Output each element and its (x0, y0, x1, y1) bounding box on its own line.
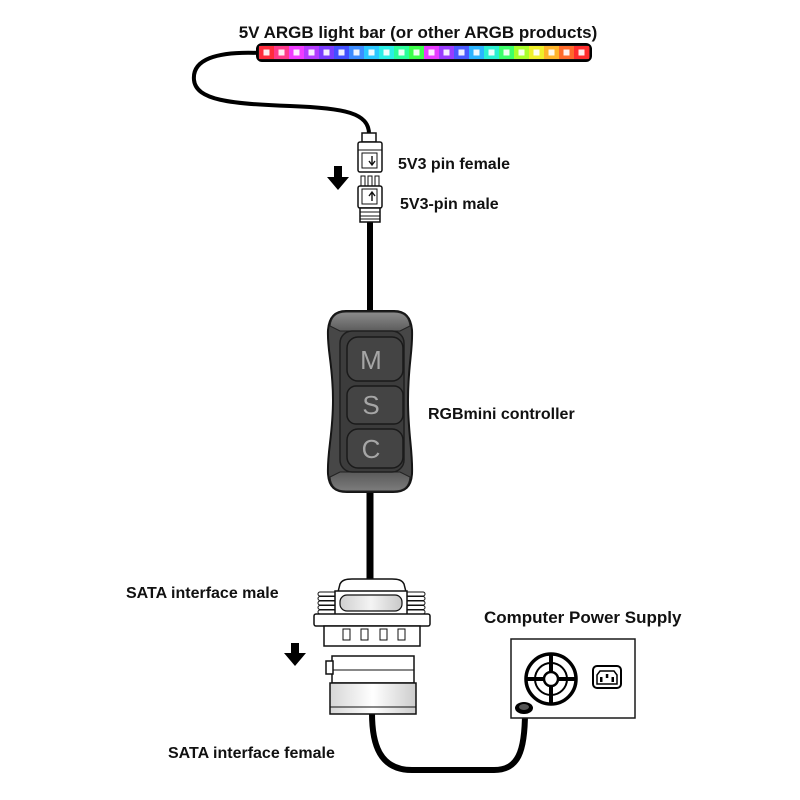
button-m-label: M (360, 345, 382, 375)
button-cap (346, 336, 404, 382)
led-chip (263, 49, 270, 56)
sata-female-label: SATA interface female (168, 745, 335, 762)
spring-coil (317, 600, 338, 606)
computer-power-supply (510, 638, 636, 719)
sata-male-label: SATA interface male (126, 585, 279, 602)
plug-face (519, 704, 529, 710)
led-chip (353, 49, 360, 56)
sata-female-body (329, 682, 417, 715)
led-chip (308, 49, 315, 56)
led-chip (533, 49, 540, 56)
latch-window (361, 152, 378, 169)
led-chip (413, 49, 420, 56)
button-c-label: C (362, 434, 381, 464)
led-chip (488, 49, 495, 56)
connector-pin (367, 175, 373, 187)
controller-button-m: M (346, 336, 404, 382)
sata-female-connector (325, 655, 417, 715)
sata-male-flange (313, 613, 431, 627)
led-chip (398, 49, 405, 56)
power-supply-label: Computer Power Supply (484, 608, 682, 627)
sata-female-latch (325, 660, 334, 675)
spring-coil (405, 600, 426, 606)
down-arrow-icon (368, 156, 376, 167)
connector-boot (361, 132, 377, 143)
power-socket-icon (592, 665, 622, 689)
socket-outline (596, 670, 618, 685)
led-chip (278, 49, 285, 56)
latch-window (361, 188, 378, 205)
power-supply-cable (369, 709, 528, 773)
power-supply-plug (515, 702, 533, 714)
argb-light-bar (256, 43, 592, 62)
led-chip (293, 49, 300, 56)
controller-button-s: S (346, 385, 404, 425)
led-chip (428, 49, 435, 56)
sata-male-grip (339, 594, 403, 612)
led-chip (473, 49, 480, 56)
spring-coil (317, 591, 338, 597)
led-chip (458, 49, 465, 56)
button-cap (346, 428, 404, 469)
controller-top-cap (329, 311, 411, 332)
led-chip (518, 49, 525, 56)
sata-male-connector (313, 578, 431, 647)
socket-pin (611, 677, 614, 682)
socket-pin (600, 677, 603, 682)
button-cap (346, 385, 404, 425)
led-chip (383, 49, 390, 56)
led-chip (503, 49, 510, 56)
led-chip (578, 49, 585, 56)
male-3pin-connector (357, 175, 383, 223)
connector-pin (360, 175, 366, 187)
rgb-mini-controller: M S C (326, 310, 414, 493)
controller-button-c: C (346, 428, 404, 469)
spring-coil (317, 596, 338, 601)
connector-strain-relief (359, 207, 381, 223)
up-arrow-icon (368, 190, 376, 201)
spring-coil (317, 605, 338, 610)
led-chip (548, 49, 555, 56)
led-chip (338, 49, 345, 56)
led-chip (368, 49, 375, 56)
controller-bottom-cap (329, 471, 411, 492)
sata-pin (360, 628, 369, 641)
connector-pin (374, 175, 380, 187)
led-chip (563, 49, 570, 56)
female-3pin-connector (357, 132, 383, 173)
female-3pin-label: 5V3 pin female (398, 156, 510, 173)
light-bar-cable (191, 50, 371, 136)
light-bar-outline (256, 43, 592, 62)
sata-male-base (323, 625, 421, 647)
socket-pin (605, 674, 609, 678)
connect-down-arrow-icon (327, 166, 349, 190)
led-row (259, 46, 590, 59)
led-chip (443, 49, 450, 56)
controller-label: RGBmini controller (428, 406, 575, 423)
button-s-label: S (362, 390, 379, 420)
male-3pin-label: 5V3-pin male (400, 196, 499, 213)
sata-male-cap (337, 578, 407, 593)
spring-coil (405, 605, 426, 610)
fan-icon (524, 652, 578, 706)
sata-pin (342, 628, 351, 641)
sata-pin (397, 628, 406, 641)
spring-coil (405, 596, 426, 601)
sata-pin (379, 628, 388, 641)
fan-hub (542, 670, 560, 688)
connect-down-arrow-icon (284, 643, 306, 666)
spring-coil (405, 591, 426, 597)
diagram-title: 5V ARGB light bar (or other ARGB product… (239, 23, 598, 42)
led-chip (323, 49, 330, 56)
